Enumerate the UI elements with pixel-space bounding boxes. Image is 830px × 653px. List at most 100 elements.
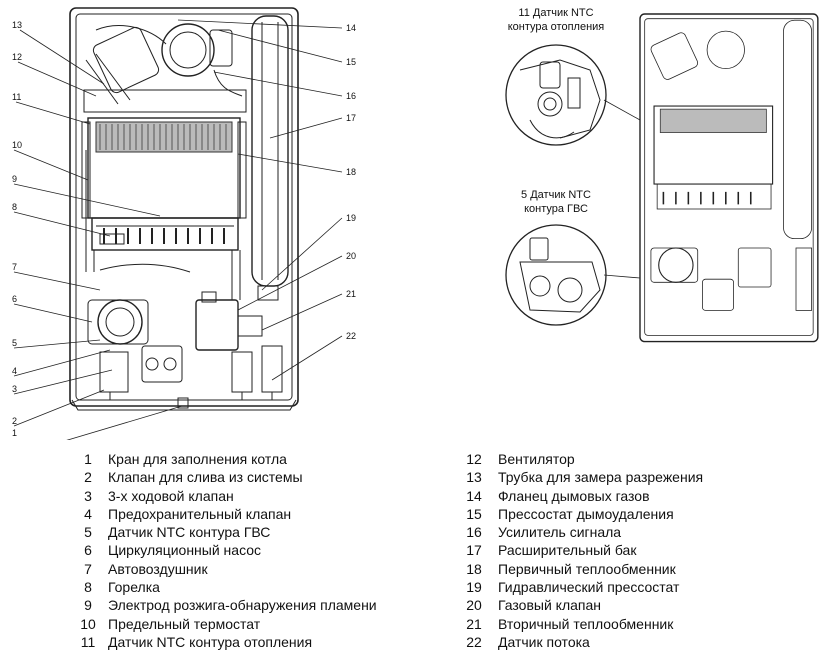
legend-right: 12 Вентилятор 13 Трубка для замера разреже… bbox=[456, 450, 703, 651]
detail-bottom-line2: контура ГВС bbox=[524, 203, 588, 215]
legend-item: 19 Гидравлический прессостат bbox=[456, 578, 703, 596]
callout-13: 13 bbox=[12, 20, 22, 30]
legend-text: Усилитель сигнала bbox=[498, 524, 622, 541]
legend-num: 14 bbox=[466, 487, 482, 504]
legend-item: 4 Предохранительный клапан bbox=[74, 505, 377, 523]
legend-item: 12 Вентилятор bbox=[456, 450, 703, 468]
callout-7: 7 bbox=[12, 262, 17, 272]
legend-text: Расширительный бак bbox=[498, 542, 637, 559]
detail-bottom-title: 5 Датчик NTC контура ГВС bbox=[496, 188, 616, 216]
legend-text: Клапан для слива из системы bbox=[108, 469, 303, 486]
callout-2: 2 bbox=[12, 416, 17, 426]
secondary-boiler-view bbox=[639, 13, 819, 343]
legend-num: 17 bbox=[466, 542, 482, 559]
legend-num: 6 bbox=[84, 542, 92, 559]
callout-18: 18 bbox=[346, 167, 356, 177]
legend-num: 9 bbox=[84, 597, 92, 614]
legend-num: 5 bbox=[84, 524, 92, 541]
legend-num: 21 bbox=[466, 615, 482, 632]
legend-num: 11 bbox=[80, 633, 96, 650]
legend-text: Датчик потока bbox=[498, 633, 590, 650]
legend-item: 2 Клапан для слива из системы bbox=[74, 468, 377, 486]
detail-top-line2: контура отопления bbox=[507, 21, 605, 33]
boiler-diagram: 13 12 11 10 9 8 7 6 5 4 3 2 1 14 15 16 1… bbox=[12, 7, 819, 440]
legend-num: 16 bbox=[466, 524, 482, 541]
legend-text: Первичный теплообменник bbox=[498, 560, 676, 577]
callout-4: 4 bbox=[12, 366, 17, 376]
legend-num: 20 bbox=[466, 597, 482, 614]
leader-lines-right bbox=[177, 19, 343, 381]
legend-item: 15 Прессостат дымоудаления bbox=[456, 505, 703, 523]
callout-22: 22 bbox=[346, 331, 356, 341]
legend-text: Гидравлический прессостат bbox=[498, 579, 680, 596]
legend-text: Автовоздушник bbox=[108, 560, 208, 577]
legend-num: 18 bbox=[466, 560, 482, 577]
legend-text: Предельный термостат bbox=[108, 615, 261, 632]
legend-item: 10 Предельный термостат bbox=[74, 615, 377, 633]
legend-text: Циркуляционный насос bbox=[108, 542, 262, 559]
callout-19: 19 bbox=[346, 213, 356, 223]
legend-item: 6 Циркуляционный насос bbox=[74, 541, 377, 559]
legend-num: 13 bbox=[466, 469, 482, 486]
legend-item: 20 Газовый клапан bbox=[456, 596, 703, 614]
callout-1: 1 bbox=[12, 428, 17, 438]
primary-heat-exchanger bbox=[81, 117, 247, 219]
legend-item: 9 Электрод розжига-обнаружения пламени bbox=[74, 596, 377, 614]
legend-num: 2 bbox=[84, 469, 92, 486]
legend-text: Фланец дымовых газов bbox=[498, 487, 650, 504]
legend-num: 8 bbox=[84, 579, 92, 596]
leader-lines-left bbox=[13, 29, 183, 440]
legend-num: 19 bbox=[466, 579, 482, 596]
callout-8: 8 bbox=[12, 202, 17, 212]
legend-text: Датчик NTC контура отопления bbox=[108, 633, 313, 650]
legend-num: 4 bbox=[84, 505, 92, 522]
circulation-pump bbox=[87, 299, 149, 345]
legend-item: 16 Усилитель сигнала bbox=[456, 523, 703, 541]
callout-3: 3 bbox=[12, 384, 17, 394]
legend-text: Датчик NTC контура ГВС bbox=[108, 524, 271, 541]
legend-text: Предохранительный клапан bbox=[108, 505, 292, 522]
burner bbox=[91, 217, 239, 251]
callout-17: 17 bbox=[346, 113, 356, 123]
callout-numbers-left: 13 12 11 10 9 8 7 6 5 4 3 2 1 bbox=[12, 20, 22, 438]
legend-num: 3 bbox=[84, 487, 92, 504]
legend-item: 22 Датчик потока bbox=[456, 633, 703, 651]
main-boiler-drawing bbox=[69, 7, 299, 411]
legend-text: Трубка для замера разрежения bbox=[498, 469, 704, 486]
callout-16: 16 bbox=[346, 91, 356, 101]
detail-bottom-line1: 5 Датчик NTC bbox=[521, 189, 591, 201]
callout-12: 12 bbox=[12, 52, 22, 62]
legend-num: 10 bbox=[80, 615, 96, 632]
legend-left: 1 Кран для заполнения котла 2 Клапан для с… bbox=[74, 450, 377, 651]
legend-item: 3 3-х ходовой клапан bbox=[74, 487, 377, 505]
callout-9: 9 bbox=[12, 174, 17, 184]
secondary-heat-exchanger bbox=[99, 345, 283, 400]
legend-text: 3-х ходовой клапан bbox=[108, 487, 234, 504]
detail-dhw-ntc bbox=[505, 224, 641, 326]
legend-item: 5 Датчик NTC контура ГВС bbox=[74, 523, 377, 541]
legend-item: 14 Фланец дымовых газов bbox=[456, 487, 703, 505]
legend-num: 22 bbox=[466, 633, 482, 650]
detail-heating-ntc bbox=[505, 44, 641, 146]
legend-text: Прессостат дымоудаления bbox=[498, 505, 674, 522]
gas-valve bbox=[195, 291, 263, 351]
legend-num: 1 bbox=[84, 451, 92, 467]
callout-numbers-right: 14 15 16 17 18 19 20 21 22 bbox=[346, 23, 356, 341]
legend-item: 17 Расширительный бак bbox=[456, 541, 703, 559]
legend-num: 15 bbox=[466, 505, 482, 522]
callout-15: 15 bbox=[346, 57, 356, 67]
callout-11: 11 bbox=[12, 92, 21, 102]
legend-num: 12 bbox=[466, 451, 482, 467]
callout-21: 21 bbox=[346, 289, 356, 299]
legend-text: Вентилятор bbox=[498, 451, 575, 467]
legend-item: 11 Датчик NTC контура отопления bbox=[74, 633, 377, 651]
callout-10: 10 bbox=[12, 140, 22, 150]
detail-top-line1: 11 Датчик NTC bbox=[518, 7, 594, 19]
legend-text: Газовый клапан bbox=[498, 597, 602, 614]
legend-text: Кран для заполнения котла bbox=[108, 451, 287, 467]
legend-text: Электрод розжига-обнаружения пламени bbox=[108, 597, 377, 614]
legend-item: 18 Первичный теплообменник bbox=[456, 560, 703, 578]
